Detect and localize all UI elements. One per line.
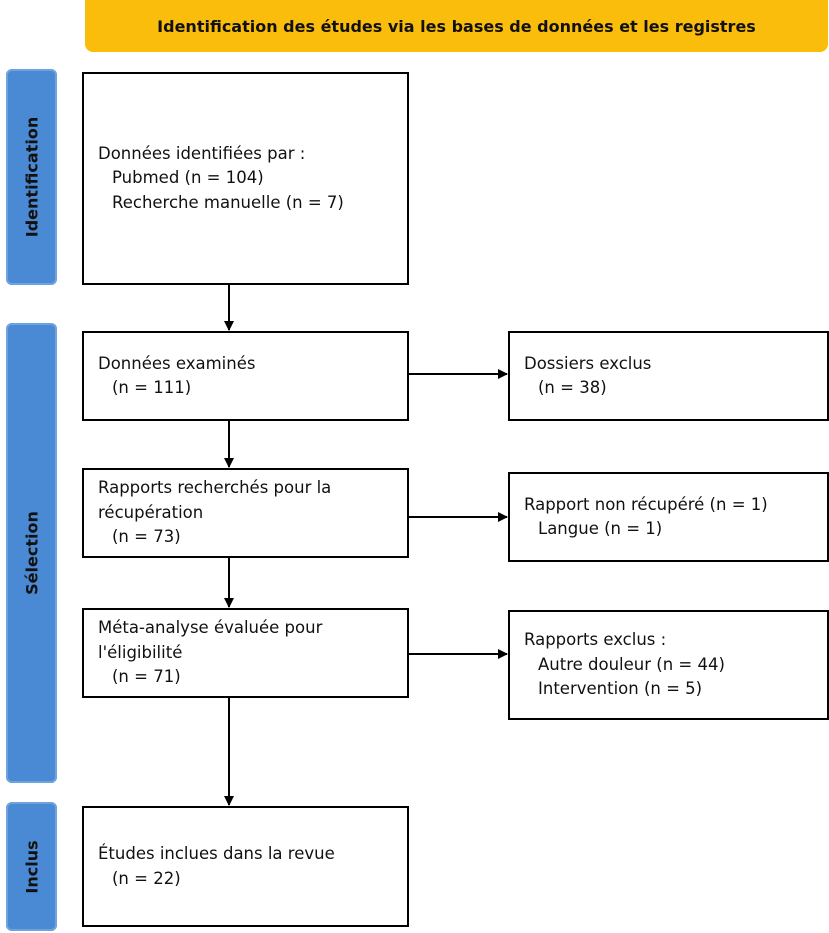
not-retrieved-line2: Langue (n = 1) bbox=[538, 519, 663, 538]
screened-line2: (n = 111) bbox=[112, 378, 192, 397]
box-assessed: Méta-analyse évaluée pour l'éligibilité … bbox=[82, 608, 409, 698]
excluded-records-line2: (n = 38) bbox=[538, 378, 607, 397]
assessed-line3: (n = 71) bbox=[112, 667, 181, 687]
included-line2: (n = 22) bbox=[112, 868, 181, 888]
box-identified: Données identifiées par : Pubmed (n = 10… bbox=[82, 72, 409, 285]
assessed-line2: l'éligibilité bbox=[98, 642, 183, 662]
reports-excluded-line2: Autre douleur (n = 44) bbox=[538, 654, 725, 674]
stage-inclus: Inclus bbox=[6, 802, 57, 931]
excluded-records-line1: Dossiers exclus bbox=[524, 353, 652, 373]
box-not-retrieved: Rapport non récupéré (n = 1) Langue (n =… bbox=[508, 472, 829, 562]
box-sought: Rapports recherchés pour la récupération… bbox=[82, 468, 409, 558]
box-screened: Données examinés (n = 111) bbox=[82, 331, 409, 421]
box-reports-excluded: Rapports exclus : Autre douleur (n = 44)… bbox=[508, 610, 829, 720]
identified-line1: Données identifiées par : bbox=[98, 143, 306, 163]
box-included: Études inclues dans la revue (n = 22) bbox=[82, 806, 409, 927]
identified-line3: Recherche manuelle (n = 7) bbox=[112, 192, 344, 212]
not-retrieved-line1: Rapport non récupéré (n = 1) bbox=[524, 494, 768, 514]
sought-line1: Rapports recherchés pour la bbox=[98, 478, 332, 498]
included-line1: Études inclues dans la revue bbox=[98, 844, 335, 863]
identified-line2: Pubmed (n = 104) bbox=[112, 168, 264, 188]
assessed-line1: Méta-analyse évaluée pour bbox=[98, 618, 323, 638]
header-title: Identification des études via les bases … bbox=[157, 16, 756, 36]
box-excluded-records: Dossiers exclus (n = 38) bbox=[508, 331, 829, 421]
reports-excluded-line3: Intervention (n = 5) bbox=[538, 679, 703, 699]
header-banner: Identification des études via les bases … bbox=[85, 0, 828, 52]
sought-line2: récupération bbox=[98, 502, 204, 522]
sought-line3: (n = 73) bbox=[112, 527, 181, 547]
reports-excluded-line1: Rapports exclus : bbox=[524, 630, 667, 650]
stage-identification: Identification bbox=[6, 69, 57, 285]
screened-line1: Données examinés bbox=[98, 353, 256, 373]
stage-selection: Sélection bbox=[6, 323, 57, 783]
